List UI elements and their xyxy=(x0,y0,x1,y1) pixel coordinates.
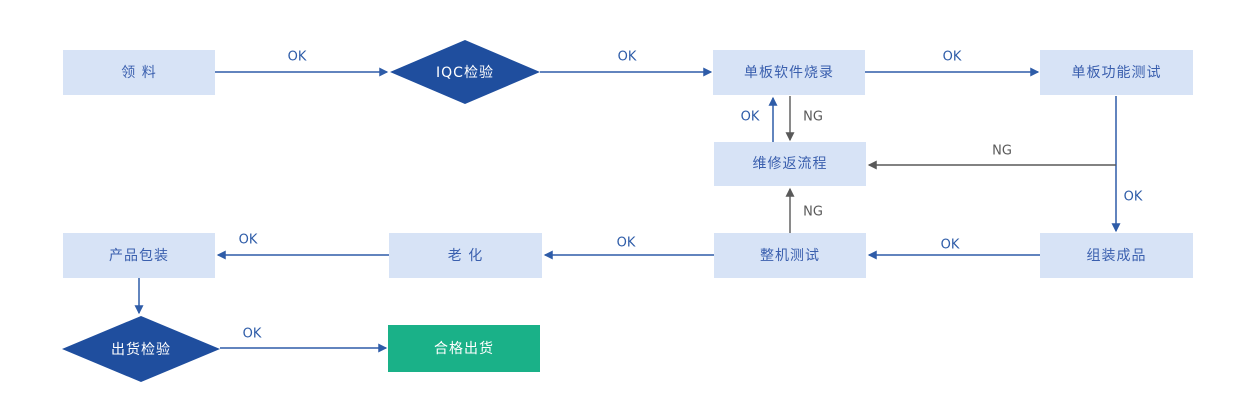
edge-label-burning-functiontest-ok: OK xyxy=(942,49,962,65)
edge-label-pickup-iqc-ok: OK xyxy=(287,49,307,65)
node-board-software-burning: 单板软件烧录 xyxy=(713,50,865,95)
edge-label-shipping-qualified-ok: OK xyxy=(242,326,262,342)
iqc-inspection-diamond xyxy=(390,40,540,104)
edge-label-burning-repair-ng: NG xyxy=(803,109,823,125)
edge-label-iqc-burning-ok: OK xyxy=(617,49,637,65)
node-assemble-finished-product: 组装成品 xyxy=(1040,233,1193,278)
node-board-function-test: 单板功能测试 xyxy=(1040,50,1193,95)
edge-label-aging-packaging-ok: OK xyxy=(238,232,258,248)
node-repair-return-process: 维修返流程 xyxy=(714,142,866,186)
node-whole-machine-test: 整机测试 xyxy=(714,233,866,278)
node-aging: 老 化 xyxy=(389,233,542,278)
edge-label-functiontest-repair-ng: NG xyxy=(992,143,1012,159)
node-shipping-inspection-label: 出货检验 xyxy=(111,342,171,358)
shipping-inspection-diamond xyxy=(62,316,220,382)
edge-label-functiontest-assemble-ok: OK xyxy=(1123,189,1143,205)
node-qualified-shipment: 合格出货 xyxy=(388,325,540,372)
node-iqc-inspection-label: IQC检验 xyxy=(436,65,494,81)
edge-label-machinetest-aging-ok: OK xyxy=(616,235,636,251)
node-material-pickup: 领 料 xyxy=(63,50,215,95)
edge-label-repair-burning-ok: OK xyxy=(740,109,760,125)
node-product-packaging: 产品包装 xyxy=(63,233,215,278)
edge-label-assemble-machinetest-ok: OK xyxy=(940,237,960,253)
edge-label-machinetest-repair-ng: NG xyxy=(803,204,823,220)
